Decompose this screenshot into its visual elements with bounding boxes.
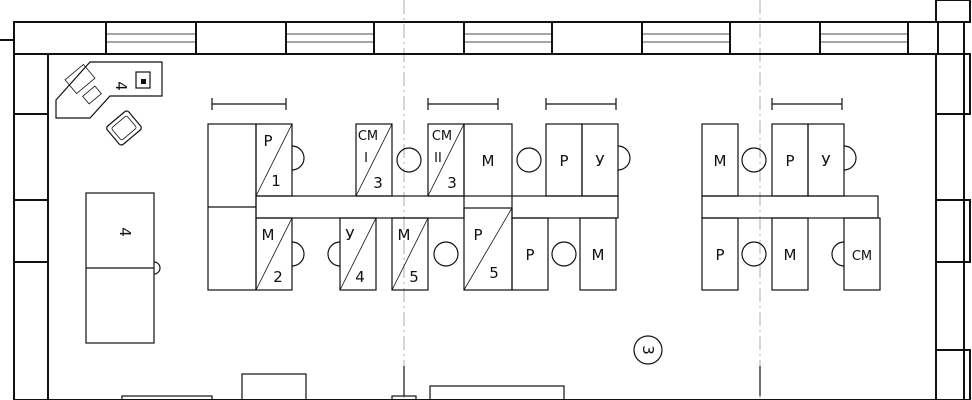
desk-number: 1 [271,172,281,190]
desk-label: М [592,246,605,264]
wall-column [13,53,49,115]
desk-group-middle-top: М Р У [463,123,631,197]
room-number-marker: 3 [633,335,663,365]
desk-label: У [345,226,354,244]
table-number: 4 [116,227,134,237]
chair-icon [516,147,542,173]
desk-4: У 4 [327,217,377,291]
window [551,21,643,55]
desk-group-right-bottom: Р М СМ [701,217,881,291]
desk-3-ii: СМ II 3 [427,123,465,197]
chair-icon [396,147,422,173]
wall-column [13,21,107,55]
desk-number: 3 [447,174,457,192]
wall-column [935,349,971,400]
furniture [429,385,565,400]
chair-icon [617,145,631,171]
desk-1: Р 1 [255,123,305,197]
desk-group-middle-bottom: Р М [511,217,617,291]
desk-group-right-top: М Р У [701,123,857,197]
wall-column [907,21,939,55]
desk-label: М [398,226,411,244]
furniture [121,395,213,400]
table-4: 4 [85,192,161,344]
keyboard-icon [82,85,102,105]
desk-5-r: Р 5 [463,207,513,291]
desk-label: СМ [432,129,452,144]
chair-icon [433,241,459,267]
chair-icon [831,241,845,267]
furniture [241,373,307,400]
window [195,21,287,55]
desk-label: СМ [358,129,378,144]
chair-icon [291,145,305,171]
desk-label: СМ [852,249,872,264]
desk-5-m: М 5 [391,217,459,291]
desk-connector [511,195,619,219]
chair-icon [551,241,577,267]
corner-workstation: 4 [55,61,163,146]
desk-label: Р [473,226,482,244]
desk-label: М [784,246,797,264]
dimension-mark [211,98,843,110]
desk-roman: I [364,151,368,166]
workstation-number: 4 [112,81,130,91]
chair-icon [843,145,857,171]
chair-icon [291,241,305,267]
desk-label: Р [715,246,724,264]
window [729,21,821,55]
desk-label: М [262,226,275,244]
desk-label: М [714,152,727,170]
desk-label: У [595,152,604,170]
chair-icon [741,147,767,173]
window [373,21,465,55]
desk-roman: II [434,151,442,166]
desk-label: Р [525,246,534,264]
desk-label: Р [263,132,272,150]
monitor-icon [64,63,96,95]
chair-icon [327,241,341,267]
desk-label: М [482,152,495,170]
room-number: 3 [639,345,657,355]
wall-column [935,199,971,263]
desk-label: Р [785,152,794,170]
desk-connector [701,195,879,219]
desk-label: У [821,152,830,170]
desk-2: М 2 [255,217,305,291]
desk-number: 5 [489,264,499,282]
desk-label: Р [559,152,568,170]
desk-number: 5 [409,268,419,286]
desk-3-i: СМ I 3 [355,123,422,197]
wall-column [13,199,49,263]
chair-icon [741,241,767,267]
desk-number: 4 [355,268,365,286]
pc-unit-icon [135,71,151,89]
armchair-icon [106,110,142,146]
wall-column [935,53,971,115]
desk-number: 2 [273,268,283,286]
desk-connector [255,195,465,219]
desk-number: 3 [373,174,383,192]
